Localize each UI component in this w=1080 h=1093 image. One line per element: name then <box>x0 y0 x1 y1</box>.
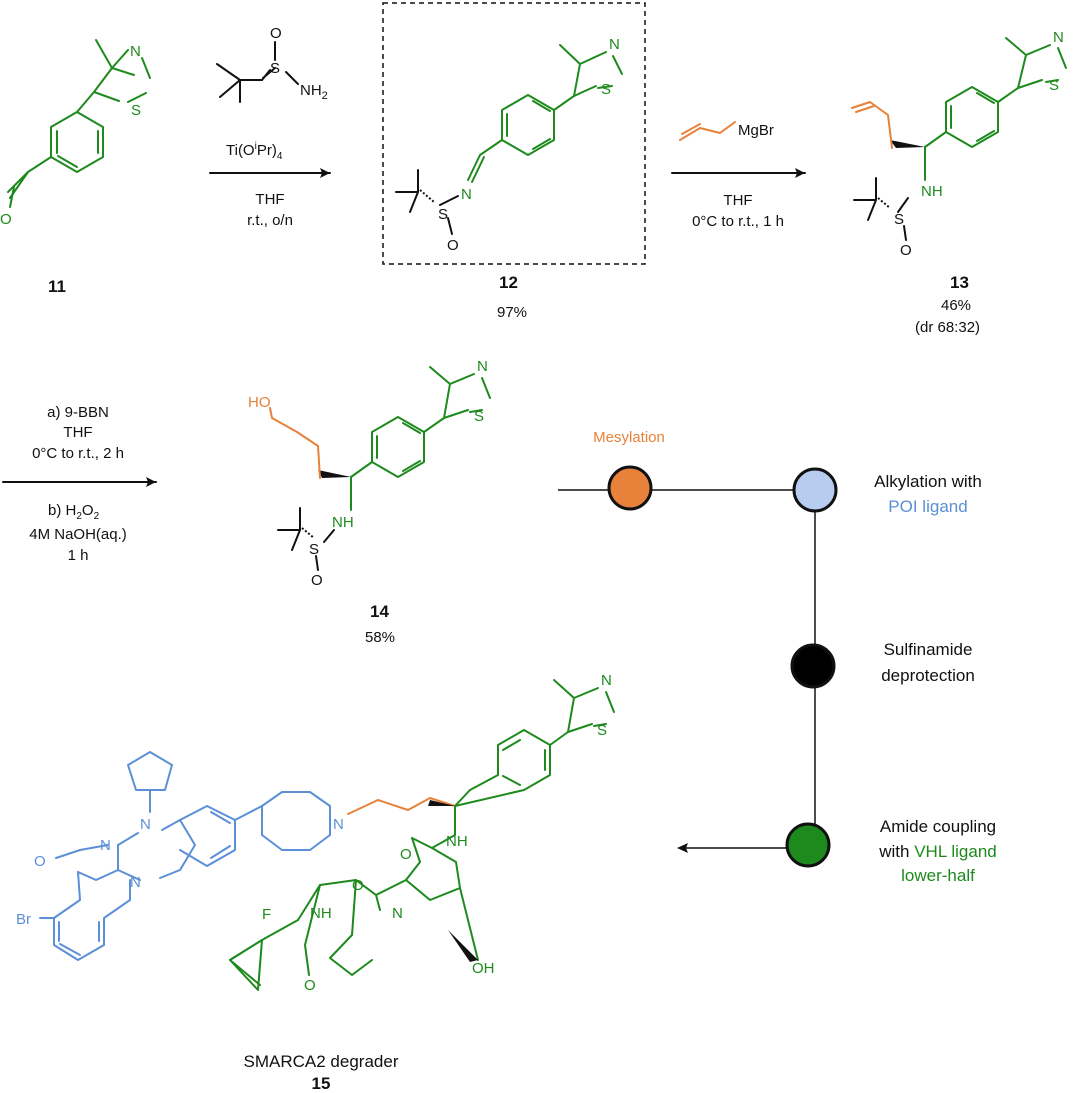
arrow-step2-head <box>795 168 805 178</box>
atom-n: N <box>100 837 111 854</box>
step3-solvent: THF <box>63 424 92 441</box>
atom-o: O <box>352 877 364 894</box>
compound-11-label: 11 <box>48 277 66 296</box>
atom-nh: NH <box>310 905 332 922</box>
atom-ho: HO <box>248 394 271 411</box>
pathway-diagram: Mesylation Alkylation with POI ligand Su… <box>558 429 997 885</box>
atom-n: N <box>333 816 344 833</box>
compound-12-label: 12 <box>499 273 518 292</box>
atom-o: O <box>447 237 459 254</box>
atom-nh: NH <box>332 514 354 531</box>
atom-o: O <box>900 242 912 259</box>
compound-15-structure: N N N O Br N N S NH O N O NH O F OH <box>16 672 615 994</box>
label-vhl-line: with VHL ligand <box>878 842 997 861</box>
node-deprotection <box>790 643 836 689</box>
atom-n: N <box>609 36 620 53</box>
step1-reagent: Ti(OiPr)4 <box>226 141 283 162</box>
step2-solvent: THF <box>723 192 752 209</box>
atom-s: S <box>474 408 484 425</box>
atom-o: O <box>34 853 46 870</box>
arrow-step1-head <box>320 168 330 178</box>
atom-s: S <box>597 722 607 739</box>
reagent-o: O <box>270 25 282 42</box>
compound-14-yield: 58% <box>365 629 395 646</box>
step3-reagent-a: a) 9-BBN <box>47 404 109 421</box>
atom-s: S <box>894 211 904 228</box>
reagent-s: S <box>270 60 280 77</box>
node-amide-coupling <box>785 822 831 868</box>
atom-oh: OH <box>472 960 495 977</box>
compound-12-structure: N S N S O <box>395 36 623 254</box>
compound-14-label: 14 <box>370 602 389 621</box>
allyl-grignard-reagent: MgBr <box>679 121 774 141</box>
step3-reagent-b: b) H2O2 <box>48 502 100 522</box>
atom-nh: NH <box>446 833 468 850</box>
reagent-mgbr: MgBr <box>738 122 774 139</box>
atom-s: S <box>1049 77 1059 94</box>
compound-13-structure: N S NH S O <box>851 29 1067 259</box>
atom-s: S <box>601 81 611 98</box>
atom-n: N <box>130 874 141 891</box>
compound-15-label: 15 <box>312 1074 331 1093</box>
compound-12-yield: 97% <box>497 304 527 321</box>
reagent-nh2: NH2 <box>300 82 328 102</box>
step3-time: 1 h <box>68 547 89 564</box>
compound-13-dr: (dr 68:32) <box>915 319 980 336</box>
node-mesylation <box>607 465 653 511</box>
sulfinamide-reagent: O S NH2 <box>216 25 328 103</box>
atom-o: O <box>400 846 412 863</box>
atom-n: N <box>601 672 612 689</box>
atom-n: N <box>130 43 141 60</box>
label-amide-coupling: Amide coupling <box>880 817 996 836</box>
atom-s: S <box>438 206 448 223</box>
atom-o: O <box>311 572 323 589</box>
atom-o: O <box>304 977 316 994</box>
compound-14-structure: HO N S NH S O <box>248 358 491 589</box>
atom-n: N <box>477 358 488 375</box>
atom-n: N <box>1053 29 1064 46</box>
atom-n: N <box>140 816 151 833</box>
step1-conditions: r.t., o/n <box>247 212 293 229</box>
label-poi-ligand: POI ligand <box>888 497 967 516</box>
label-sulfinamide: Sulfinamide <box>884 640 973 659</box>
node-alkylation <box>792 467 838 513</box>
atom-o: O <box>0 211 12 228</box>
atom-n: N <box>461 186 472 203</box>
label-mesylation: Mesylation <box>593 429 665 446</box>
atom-n: N <box>392 905 403 922</box>
arrow-step3-head <box>146 477 156 487</box>
atom-f: F <box>262 906 271 923</box>
step3-base: 4M NaOH(aq.) <box>29 526 127 543</box>
step3-conditions-a: 0°C to r.t., 2 h <box>32 445 124 462</box>
atom-s: S <box>131 102 141 119</box>
compound-13-yield: 46% <box>941 297 971 314</box>
atom-br: Br <box>16 911 31 928</box>
label-deprotection: deprotection <box>881 666 975 685</box>
highlight-box <box>382 2 646 265</box>
label-alkylation: Alkylation with <box>874 472 982 491</box>
atom-s: S <box>309 541 319 558</box>
compound-11-structure: N S O <box>0 39 151 228</box>
atom-nh: NH <box>921 183 943 200</box>
step2-conditions: 0°C to r.t., 1 h <box>692 213 784 230</box>
step1-solvent: THF <box>255 191 284 208</box>
label-lower-half: lower-half <box>901 866 975 885</box>
compound-13-label: 13 <box>950 273 969 292</box>
compound-15-name: SMARCA2 degrader <box>244 1052 399 1071</box>
